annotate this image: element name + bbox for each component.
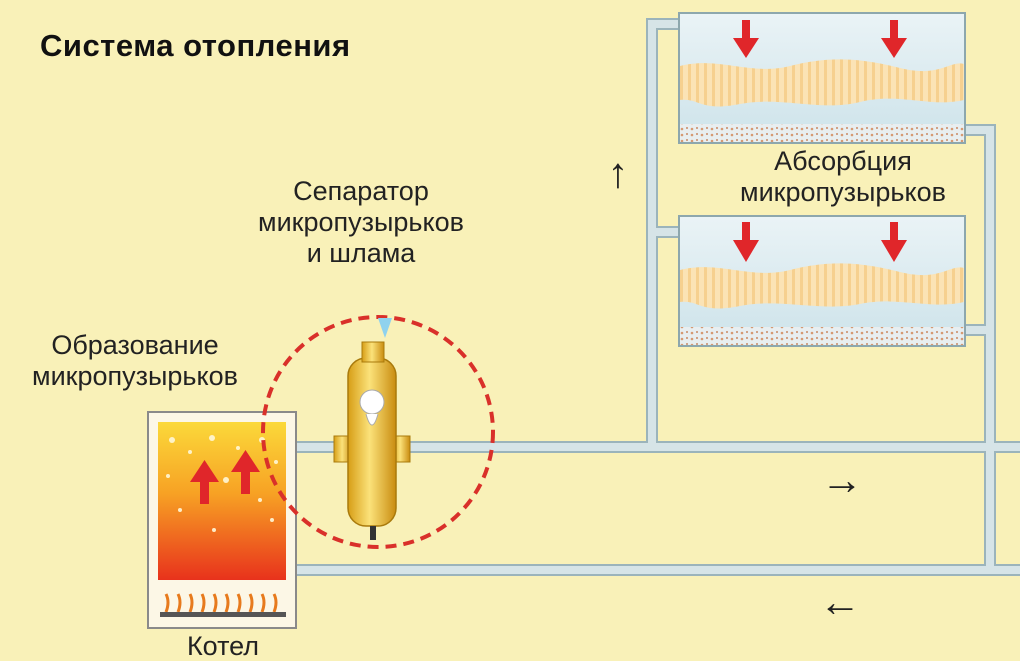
boiler [147, 411, 297, 629]
absorption-label-line: микропузырьков [740, 177, 946, 207]
absorption-label-line: Абсорбция [774, 146, 912, 176]
burner-flames-icon [164, 593, 278, 613]
absorption-label: Абсорбция микропузырьков [712, 146, 974, 208]
formation-label-line: микропузырьков [32, 361, 238, 391]
separator-label-line: и шлама [306, 238, 416, 268]
separator-label: Сепаратор микропузырьков и шлама [236, 176, 486, 269]
boiler-label: Котел [186, 631, 260, 661]
formation-label: Образование микропузырьков [10, 330, 260, 392]
flow-left-arrow-icon: ← [819, 578, 861, 625]
separator-label-line: Сепаратор [293, 176, 429, 206]
pipe-network [282, 18, 1020, 576]
separator [261, 315, 495, 549]
flow-right-arrow-icon: → [821, 456, 863, 503]
separator-label-line: микропузырьков [258, 207, 464, 237]
flow-up-arrow-icon: ↑ [607, 149, 629, 196]
red-arrow-icon [733, 20, 907, 58]
red-arrow-icon [190, 450, 260, 504]
red-arrow-icon [733, 222, 907, 262]
radiator-bottom [678, 215, 966, 347]
air-vent-icon [378, 318, 392, 338]
diagram-title: Система отопления [40, 28, 351, 63]
radiator-top [678, 12, 966, 144]
formation-label-line: Образование [51, 330, 219, 360]
